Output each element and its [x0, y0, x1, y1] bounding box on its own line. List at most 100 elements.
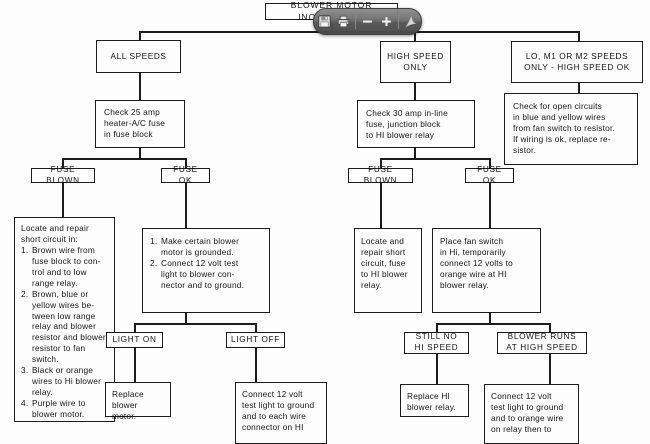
connector-to-still-no-hi-speed — [436, 323, 438, 332]
print-icon[interactable] — [335, 13, 352, 30]
connector-make-certain-stem — [185, 313, 187, 324]
list-item: 2.Connect 12 volt test light to blower c… — [150, 258, 263, 291]
connector-light-on-down — [134, 348, 136, 382]
node-light-on-label: LIGHT ON — [112, 334, 157, 344]
node-all-speeds-label: ALL SPEEDS — [110, 51, 167, 62]
connector-to-light-on — [134, 323, 136, 332]
connector-blower-runs-down — [549, 354, 551, 384]
node-still-no-hi-speed-label: STILL NO HI SPEED — [414, 332, 459, 352]
connector-fuse-ok-left-down — [185, 183, 187, 228]
list-item-text: Black or orange wires to Hi blower relay… — [32, 365, 102, 398]
connector-make-certain-split — [134, 323, 256, 325]
node-blower-runs-at-high-speed[interactable]: BLOWER RUNS AT HIGH SPEED — [497, 332, 587, 354]
node-still-no-hi-speed[interactable]: STILL NO HI SPEED — [404, 332, 469, 354]
adobe-pdf-icon[interactable] — [402, 13, 419, 30]
node-locate-repair-short-fuse[interactable]: Locate and repair short circuit, fuse to… — [354, 228, 422, 313]
node-check-open-circuits[interactable]: Check for open circuits in blue and yell… — [504, 93, 638, 165]
connector-light-off-down — [255, 348, 257, 382]
list-item-number: 4. — [21, 398, 29, 408]
connector-bus-drop-lo-m1-m2 — [578, 31, 580, 41]
node-check-30-amp[interactable]: Check 30 amp in-line fuse, junction bloc… — [357, 100, 475, 148]
connector-check25-stem — [139, 148, 141, 159]
list-item: 4.Purple wire to blower motor. — [21, 398, 109, 420]
list-item: 1.Brown wire from fuse block to con- tro… — [21, 245, 109, 289]
save-icon[interactable] — [316, 13, 333, 30]
node-check-open-circuits-label: Check for open circuits in blue and yell… — [513, 101, 615, 155]
connector-place-fan-switch-split — [436, 323, 550, 325]
node-connect-12v-orange-wire-label: Connect 12 volt test light to ground and… — [491, 391, 564, 434]
node-blower-runs-label: BLOWER RUNS AT HIGH SPEED — [506, 332, 578, 352]
list-item: 2.Brown, blue or yellow wires be- tween … — [21, 289, 109, 366]
node-fuse-ok-right-label: FUSE OK — [477, 164, 502, 185]
node-high-speed-only[interactable]: HIGH SPEED ONLY — [380, 41, 451, 83]
node-connect-12v-each-wire[interactable]: Connect 12 volt test light to ground and… — [235, 382, 327, 444]
locate-repair-lead: Locate and repair short circuit in: — [21, 223, 89, 244]
connector-to-light-off — [255, 323, 257, 332]
zoom-out-icon[interactable] — [359, 13, 376, 30]
zoom-in-icon[interactable] — [378, 13, 395, 30]
node-fuse-ok-right[interactable]: FUSE OK — [465, 165, 514, 185]
node-replace-blower-motor-label: Replace blower motor. — [112, 389, 144, 421]
connector-to-blower-runs — [549, 323, 551, 332]
node-locate-repair-short-fuse-label: Locate and repair short circuit, fuse to… — [361, 236, 408, 290]
node-check-25-amp-label: Check 25 amp heater-A/C fuse in fuse blo… — [104, 107, 166, 139]
node-light-off[interactable]: LIGHT OFF — [226, 332, 285, 348]
toolbar-separator — [355, 14, 356, 29]
node-lo-m1-m2-speeds[interactable]: LO, M1 OR M2 SPEEDS ONLY - HIGH SPEED OK — [511, 41, 643, 83]
node-all-speeds[interactable]: ALL SPEEDS — [96, 40, 181, 73]
node-check-25-amp[interactable]: Check 25 amp heater-A/C fuse in fuse blo… — [95, 100, 185, 148]
pdf-viewer-toolbar[interactable] — [313, 8, 422, 35]
node-light-off-label: LIGHT OFF — [231, 334, 280, 344]
list-item-text: Purple wire to blower motor. — [32, 398, 86, 419]
connector-bus-drop-high-speed — [414, 31, 416, 41]
node-connect-12v-each-wire-label: Connect 12 volt test light to ground and… — [242, 389, 315, 432]
connector-to-fuse-blown-right — [380, 158, 382, 168]
connector-lo-m1-m2-down — [578, 83, 580, 93]
connector-all-speeds-to-check25 — [139, 73, 141, 100]
node-place-fan-switch-label: Place fan switch in Hi, temporarily conn… — [440, 236, 513, 290]
node-light-on[interactable]: LIGHT ON — [106, 332, 163, 348]
node-locate-repair-short-circuit[interactable]: Locate and repair short circuit in: 1.Br… — [14, 217, 115, 422]
node-replace-hi-blower-relay-label: Replace HI blower relay. — [407, 391, 457, 412]
node-replace-blower-motor[interactable]: Replace blower motor. — [105, 382, 171, 421]
list-item-text: Make certain blower motor is grounded. — [161, 236, 240, 257]
connector-to-fuse-ok-left — [185, 158, 187, 168]
list-item: 3.Black or orange wires to Hi blower rel… — [21, 365, 109, 398]
connector-to-fuse-ok-right — [489, 158, 491, 168]
make-certain-list: 1.Make certain blower motor is grounded.… — [150, 236, 263, 291]
connector-to-fuse-blown-left — [62, 158, 64, 168]
node-make-certain-blower-motor[interactable]: 1.Make certain blower motor is grounded.… — [142, 228, 270, 313]
node-fuse-blown-right[interactable]: FUSE BLOWN — [348, 165, 413, 185]
list-item: 1.Make certain blower motor is grounded. — [150, 236, 263, 258]
list-item-number: 1. — [21, 244, 29, 255]
node-connect-12v-orange-wire[interactable]: Connect 12 volt test light to ground and… — [484, 384, 579, 444]
connector-check25-split — [62, 158, 186, 160]
connector-check30-split — [380, 158, 490, 160]
list-item-number: 2. — [150, 257, 158, 268]
list-item-text: Connect 12 volt test light to blower con… — [161, 257, 245, 290]
node-fuse-ok-left[interactable]: FUSE OK — [161, 165, 210, 185]
connector-bus-drop-all-speeds — [139, 31, 141, 41]
node-lo-m1-m2-label: LO, M1 OR M2 SPEEDS ONLY - HIGH SPEED OK — [524, 51, 630, 72]
list-item-number: 3. — [21, 365, 29, 376]
node-replace-hi-blower-relay[interactable]: Replace HI blower relay. — [400, 384, 469, 417]
list-item-number: 1. — [150, 236, 158, 246]
connector-high-speed-to-check30 — [414, 83, 416, 100]
node-fuse-blown-left-label: FUSE BLOWN — [46, 164, 80, 185]
connector-still-no-hi-down — [436, 354, 438, 384]
list-item-text: Brown wire from fuse block to con- trol … — [32, 244, 101, 288]
connector-check30-stem — [414, 148, 416, 159]
list-item-text: Brown, blue or yellow wires be- tween lo… — [32, 288, 106, 365]
locate-repair-list: 1.Brown wire from fuse block to con- tro… — [21, 245, 109, 420]
node-place-fan-switch[interactable]: Place fan switch in Hi, temporarily conn… — [432, 228, 541, 313]
connector-place-fan-switch-stem — [489, 313, 491, 324]
list-item-number: 2. — [21, 288, 29, 299]
connector-fuse-ok-right-down — [489, 183, 491, 228]
node-check-30-amp-label: Check 30 amp in-line fuse, junction bloc… — [366, 108, 448, 140]
connector-fuse-blown-left-down — [62, 183, 64, 217]
node-fuse-ok-left-label: FUSE OK — [173, 164, 198, 185]
connector-fuse-blown-right-down — [380, 183, 382, 228]
toolbar-separator — [398, 14, 399, 29]
node-fuse-blown-left[interactable]: FUSE BLOWN — [31, 165, 95, 185]
